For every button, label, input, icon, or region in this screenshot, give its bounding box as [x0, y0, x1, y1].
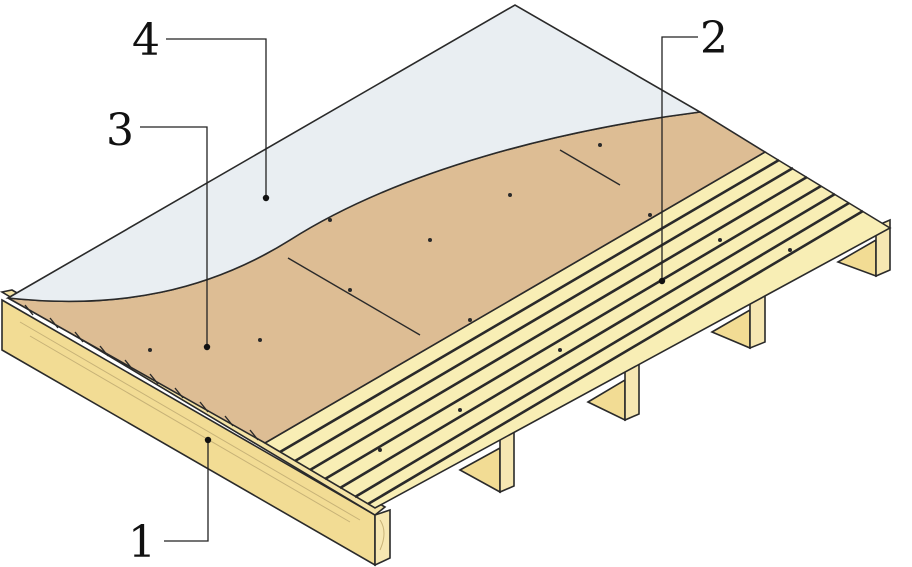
nail	[428, 238, 432, 242]
board-gap	[367, 209, 864, 506]
rim-block-edges	[24, 304, 259, 441]
nail	[148, 348, 152, 352]
nail	[558, 348, 562, 352]
leader-dot-3	[203, 343, 211, 351]
panel-seam	[559, 149, 621, 186]
callout-label-3: 3	[106, 105, 134, 156]
nail	[718, 238, 722, 242]
rim-joist-grain	[19, 321, 385, 551]
callout-label-1: 1	[128, 517, 156, 567]
rim-joist-end	[374, 508, 391, 567]
fastener-dots	[148, 143, 792, 452]
cross-joist-1-end	[499, 430, 515, 494]
nail	[788, 248, 792, 252]
board-gap	[279, 158, 780, 454]
callout-label-2: 2	[700, 13, 728, 64]
nail	[378, 448, 382, 452]
board-gap	[294, 166, 794, 463]
leader-dot-2	[658, 277, 666, 285]
board-gap	[324, 184, 822, 481]
leader-line-1	[164, 440, 209, 542]
nail	[648, 213, 652, 217]
panel-seam	[287, 257, 421, 336]
nail	[348, 288, 352, 292]
nail	[508, 193, 512, 197]
leader-line-4	[166, 38, 267, 198]
cross-joist-2-end	[624, 362, 640, 422]
nail	[328, 218, 332, 222]
board-gap	[354, 201, 850, 499]
membrane-sheet	[5, 4, 703, 303]
leader-dot-4	[262, 194, 270, 202]
callout-label-4: 4	[132, 15, 160, 66]
nail	[468, 318, 472, 322]
membrane-layer	[5, 4, 703, 303]
nail	[598, 143, 602, 147]
board-gap	[309, 175, 808, 472]
callouts: 1 2 3 4	[106, 13, 728, 567]
leader-line-2	[661, 36, 698, 281]
leader-line-3	[140, 126, 208, 347]
board-gap	[339, 192, 836, 490]
nail	[258, 338, 262, 342]
nail	[458, 408, 462, 412]
leader-dot-1	[204, 436, 212, 444]
